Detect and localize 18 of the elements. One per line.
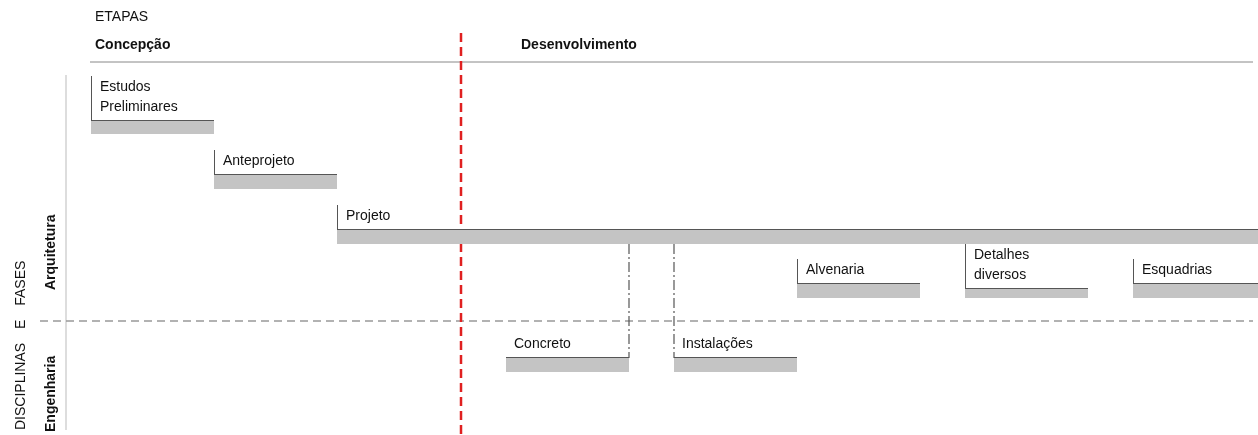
stage-heading: Desenvolvimento xyxy=(521,36,637,52)
phase-label: Concreto xyxy=(513,334,572,353)
discipline-label: Arquitetura xyxy=(42,214,58,290)
connector-line xyxy=(628,243,630,359)
stage-heading: Concepção xyxy=(95,36,171,52)
phase-label: Detalhes diversos xyxy=(973,245,1031,284)
connector-line xyxy=(673,243,675,359)
phase-bar xyxy=(965,244,1088,298)
phase-label: Projeto xyxy=(345,206,392,225)
phase-bar xyxy=(91,76,214,134)
discipline-label: Engenharia xyxy=(42,355,58,432)
axis-title: DISCIPLINAS E FASES xyxy=(12,260,28,430)
phase-label: Alvenaria xyxy=(805,260,866,279)
phase-label: Estudos Preliminares xyxy=(99,77,179,116)
phase-label: Esquadrias xyxy=(1141,260,1214,279)
phase-label: Anteprojeto xyxy=(222,151,296,170)
axis-title: ETAPAS xyxy=(95,8,149,24)
phase-label: Instalações xyxy=(681,334,754,353)
